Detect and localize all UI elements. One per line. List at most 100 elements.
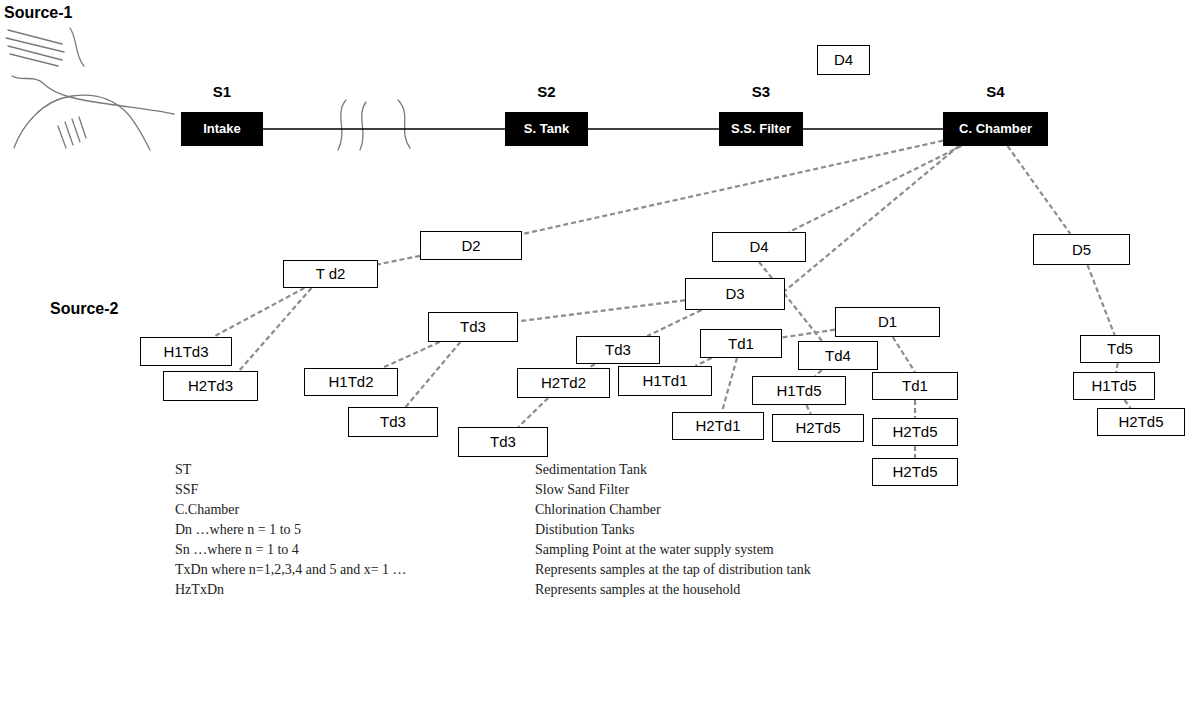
distribution-box: H2Td5 [1097, 408, 1185, 436]
distribution-line [914, 446, 916, 458]
distribution-line [406, 342, 461, 407]
table-cell: ST [175, 462, 191, 478]
box-label: H1Td3 [163, 343, 208, 360]
table-cell: Slow Sand Filter [535, 482, 629, 498]
box-label: D3 [725, 285, 744, 302]
table-cell: Chlorination Chamber [535, 502, 661, 518]
table-cell: Sampling Point at the water supply syste… [535, 542, 774, 558]
source-hatch [72, 119, 80, 142]
box-label: Td1 [902, 377, 928, 394]
box-label: Td1 [728, 335, 754, 352]
distribution-box: T d2 [283, 260, 378, 288]
table-cell: Dn …where n = 1 to 5 [175, 522, 301, 538]
source-hatch [8, 30, 62, 44]
distribution-box: Td1 [700, 329, 782, 358]
box-label: C. Chamber [959, 122, 1032, 137]
station-heading: S4 [986, 83, 1004, 100]
distribution-line [1116, 363, 1117, 372]
box-label: H2Td1 [695, 417, 740, 434]
river-bank [12, 76, 174, 114]
distribution-line [806, 405, 811, 414]
box-label: H2Td3 [188, 377, 233, 394]
source-hatch [58, 126, 66, 148]
source-hatch [65, 122, 73, 145]
distribution-line [1087, 265, 1114, 335]
distribution-box: D1 [835, 307, 940, 337]
box-label: Td3 [605, 341, 631, 358]
box-label: H1Td5 [1091, 377, 1136, 394]
process-box: S3S.S. Filter [719, 112, 803, 146]
distribution-box: D3 [685, 278, 785, 310]
distribution-box: D4 [817, 45, 870, 75]
stream-bank [398, 100, 410, 148]
source-hatch [10, 54, 58, 66]
box-label: H2Td5 [892, 463, 937, 480]
box-label: Td3 [380, 413, 406, 430]
table-cell: Sedimentation Tank [535, 462, 647, 478]
distribution-box: H2Td3 [163, 371, 258, 401]
distribution-box: Td3 [348, 407, 438, 437]
distribution-line [722, 358, 737, 412]
box-label: H1Td5 [776, 382, 821, 399]
source-label: Source-1 [4, 4, 72, 22]
distribution-line [378, 256, 420, 265]
distribution-box: Td4 [798, 341, 878, 370]
box-label: D2 [461, 237, 480, 254]
distribution-line [815, 370, 822, 376]
distribution-line [518, 398, 548, 427]
table-cell: C.Chamber [175, 502, 239, 518]
distribution-box: Td3 [458, 427, 548, 457]
source-label: Source-2 [50, 300, 118, 318]
table-cell: HzTxDn [175, 582, 224, 598]
distribution-box: D2 [420, 231, 522, 260]
station-heading: S2 [537, 83, 555, 100]
river-bank [70, 28, 84, 66]
distribution-line [893, 337, 915, 372]
table-cell: Represents samples at the household [535, 582, 740, 598]
distribution-line [914, 400, 916, 418]
box-label: H2Td5 [795, 419, 840, 436]
distribution-box: Td5 [1080, 335, 1160, 363]
box-label: H2Td5 [892, 423, 937, 440]
distribution-line [789, 146, 961, 232]
box-label: Td3 [460, 318, 486, 335]
distribution-line [647, 310, 701, 336]
distribution-box: H2Td5 [772, 414, 864, 442]
distribution-box: H2Td5 [872, 458, 958, 486]
distribution-line [588, 364, 595, 368]
distribution-box: D4 [712, 232, 806, 262]
distribution-line [1125, 400, 1131, 408]
distribution-box: H2Td2 [517, 368, 610, 398]
box-label: H2Td2 [541, 374, 586, 391]
pipeline [803, 128, 943, 129]
box-label: D1 [878, 313, 897, 330]
distribution-box: H1Td3 [140, 337, 232, 366]
table-cell: SSF [175, 482, 198, 498]
box-label: H2Td5 [1118, 413, 1163, 430]
table-cell: Distibution Tanks [535, 522, 635, 538]
stream-bank [360, 102, 366, 150]
distribution-line [518, 300, 685, 321]
box-label: S. Tank [524, 122, 569, 137]
source-bank [14, 95, 150, 150]
box-label: Td4 [825, 347, 851, 364]
process-box: S2S. Tank [505, 112, 588, 146]
distribution-box: Td3 [576, 336, 660, 364]
process-box: S1Intake [181, 112, 263, 146]
distribution-box: Td1 [872, 372, 958, 400]
box-label: S.S. Filter [731, 122, 791, 137]
pipeline [588, 128, 719, 129]
box-label: D4 [749, 238, 768, 255]
distribution-box: D5 [1033, 234, 1130, 265]
distribution-box: Td3 [428, 312, 518, 342]
stream-bank [338, 100, 346, 150]
distribution-box: H1Td2 [304, 368, 398, 396]
pipeline [263, 128, 505, 129]
distribution-box: H2Td1 [672, 412, 764, 440]
distribution-box: H1Td1 [618, 366, 712, 396]
distribution-box: H1Td5 [1073, 372, 1155, 400]
